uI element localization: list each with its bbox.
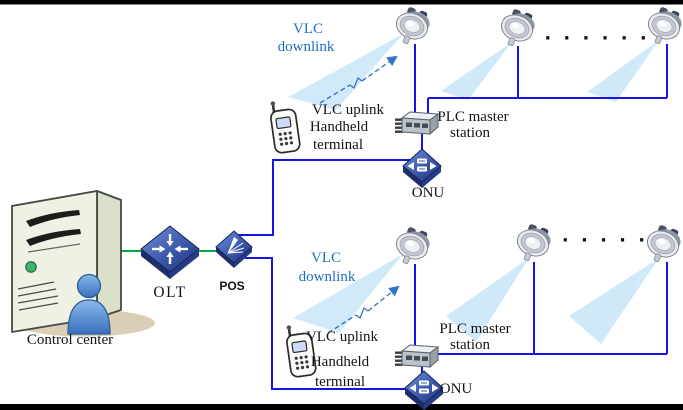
bottom-border <box>0 404 683 410</box>
handheld-terminal-label: Handheld <box>311 354 370 370</box>
operator-person-icon <box>67 273 111 335</box>
handheld-terminal-label: Handheld <box>310 119 369 135</box>
onu-label: ONU <box>440 381 473 397</box>
more-lights-ellipsis: · · · · · <box>562 230 648 251</box>
vlc-downlink-beams <box>288 34 659 344</box>
vlc-downlink-beam <box>288 34 403 110</box>
handheld-terminal-label: terminal <box>315 374 365 390</box>
olt-label: OLT <box>153 284 186 301</box>
pos-to-lower-onu-link <box>237 257 406 390</box>
plc-master-station-label: PLC master <box>439 321 510 337</box>
top-border <box>0 0 683 5</box>
vlc-downlink-beam <box>293 254 403 333</box>
handheld-terminal-label: terminal <box>313 137 363 153</box>
vlc-downlink-label: downlink <box>278 39 335 55</box>
onu-label: ONU <box>412 185 445 201</box>
vlc-uplink-label: VLC uplink <box>312 102 385 118</box>
vlc-uplink-arrow-lower <box>327 285 400 334</box>
vlc-uplink-label: VLC uplink <box>306 329 379 345</box>
vlc-downlink-label: VLC <box>311 250 341 266</box>
control-center-label: Control center <box>27 332 113 348</box>
vlc-downlink-label: VLC <box>293 21 323 37</box>
plc-master-station-label: PLC master <box>437 109 508 125</box>
plc-master-station-label: station <box>450 125 490 141</box>
vlc-downlink-beam <box>587 40 659 102</box>
vlc-downlink-label: downlink <box>299 269 356 285</box>
control-center-tower-icon <box>11 190 122 333</box>
olt-switch-icon <box>140 225 200 279</box>
vlc-downlink-beam <box>446 258 529 342</box>
more-lights-ellipsis: · · · · · · <box>544 28 649 49</box>
pos-splitter-icon <box>215 230 253 268</box>
vlc-uplink-arrow-upper <box>319 55 398 104</box>
pos-to-upper-onu-link <box>237 159 411 236</box>
pos-label: POS <box>219 279 244 293</box>
vlc-downlink-beam <box>569 258 659 344</box>
vlc-downlink-beam <box>441 42 512 100</box>
plc-master-station-label: station <box>450 337 490 353</box>
